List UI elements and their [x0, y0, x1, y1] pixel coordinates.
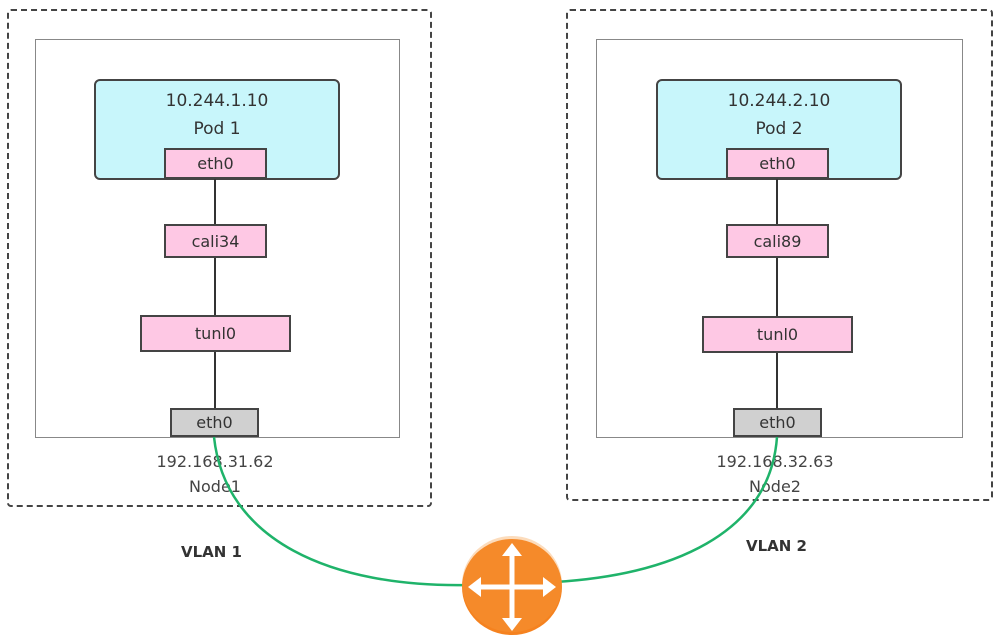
vlan1-label: VLAN 1	[181, 543, 242, 561]
pod2-eth0[interactable]: eth0	[726, 148, 829, 179]
vlan2-container	[566, 9, 993, 501]
cali89-interface[interactable]: cali89	[726, 224, 829, 258]
tunl-to-eth-line	[214, 352, 216, 409]
node1-ip: 192.168.31.62	[156, 452, 274, 471]
tunl-to-eth-line-2	[776, 353, 778, 409]
node2-ip: 192.168.32.63	[716, 452, 834, 471]
pod2-to-cali-line	[776, 179, 778, 225]
cali34-interface[interactable]: cali34	[164, 224, 267, 258]
pod2-name: Pod 2	[755, 119, 803, 139]
vlan2-label: VLAN 2	[746, 537, 807, 555]
cali-to-tunl-line	[214, 258, 216, 316]
node1-name: Node1	[189, 477, 241, 496]
link-node1-router	[212, 436, 471, 587]
pod1-to-cali-line	[214, 179, 216, 225]
pod1-eth0[interactable]: eth0	[164, 148, 267, 179]
link-node2-router	[554, 436, 779, 584]
node2-tunl0[interactable]: tunl0	[702, 316, 853, 353]
pod1-name: Pod 1	[193, 119, 241, 139]
pod2-ip: 10.244.2.10	[727, 91, 831, 111]
vlan1-container	[7, 9, 432, 507]
pod1-ip: 10.244.1.10	[165, 91, 269, 111]
cali-to-tunl-line-2	[776, 258, 778, 317]
node1-eth0[interactable]: eth0	[170, 408, 259, 437]
node1-tunl0[interactable]: tunl0	[140, 315, 291, 352]
router-icon[interactable]	[462, 536, 562, 635]
node2-eth0[interactable]: eth0	[733, 408, 822, 437]
